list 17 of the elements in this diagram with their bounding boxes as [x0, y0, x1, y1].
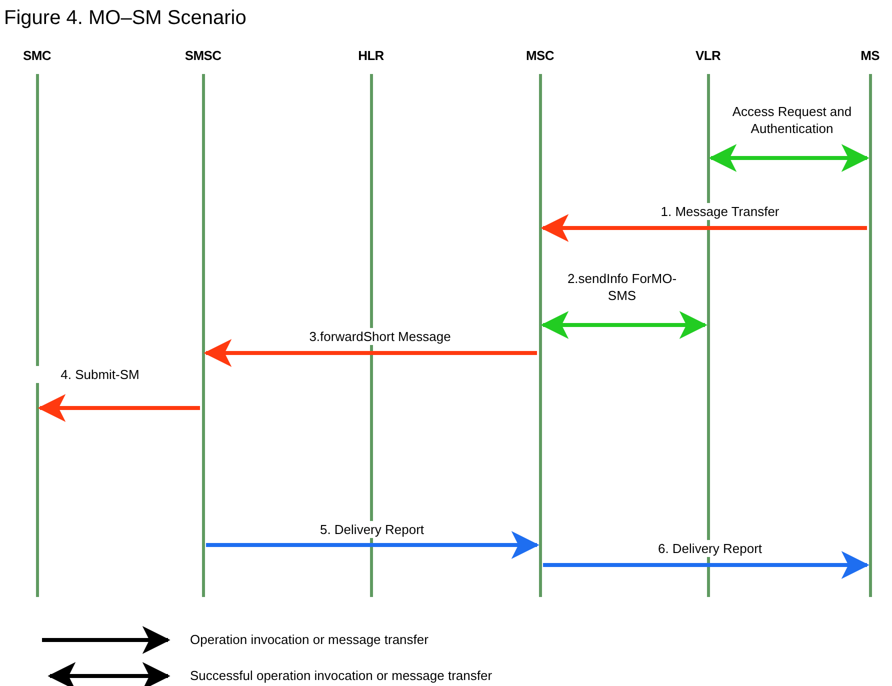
message-arrow [204, 339, 537, 367]
lifeline-heading: HLR [358, 48, 384, 64]
lifeline-heading: VLR [695, 48, 721, 64]
message-arrow [540, 214, 867, 242]
lifeline-heading: SMSC [184, 48, 222, 64]
lifeline [185, 48, 221, 597]
message-arrow [540, 311, 708, 339]
lifeline-heading: MSC [526, 48, 554, 64]
message-arrow [38, 394, 200, 422]
message-arrow [543, 551, 870, 579]
lifeline-heading: MS [860, 48, 880, 64]
message-arrow [206, 531, 540, 559]
message-arrow [708, 144, 870, 172]
figure-title: Figure 4. MO–SM Scenario [4, 6, 246, 30]
legend-text: Operation invocation or message transfer [190, 631, 428, 650]
legend-text: Successful operation invocation or message transfer [190, 667, 492, 686]
lifeline-heading: SMC [23, 48, 51, 64]
